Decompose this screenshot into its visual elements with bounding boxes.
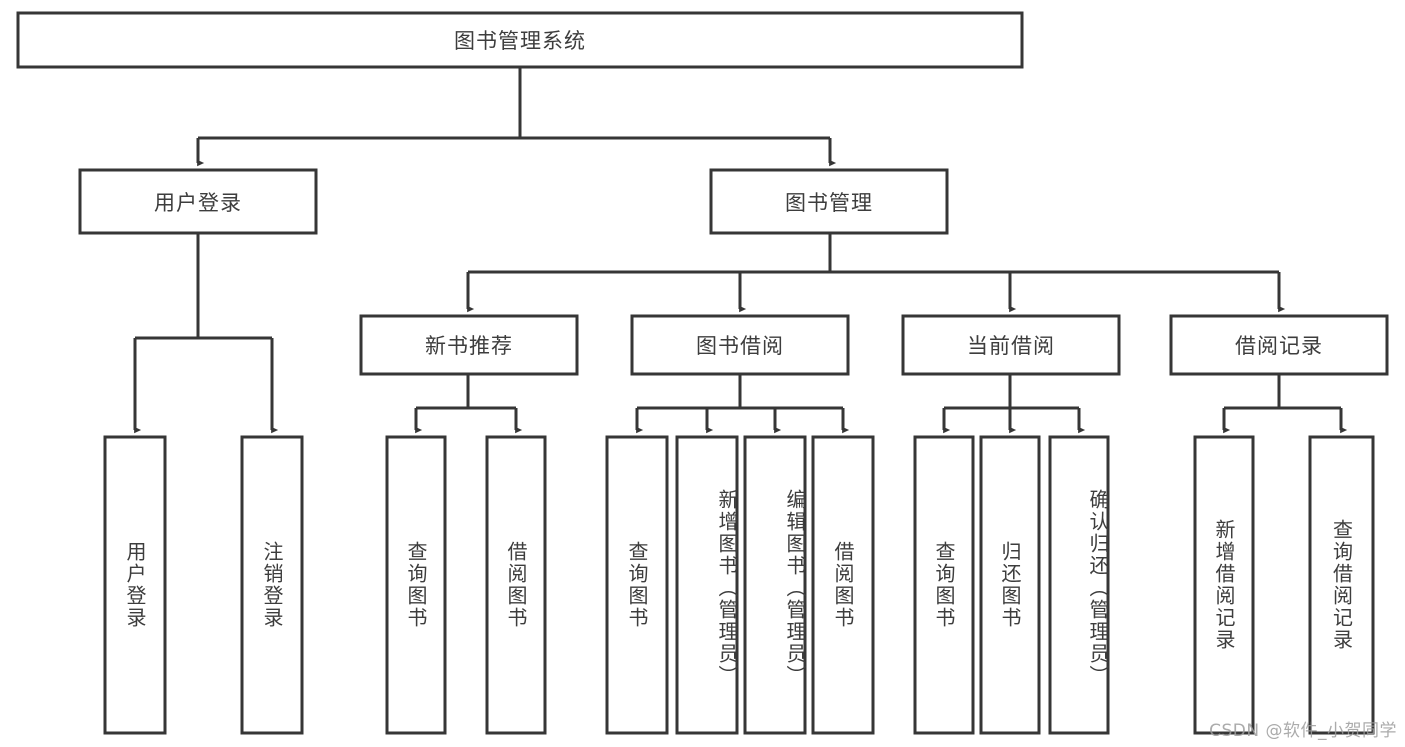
- leaf-box-add-borrow-record[interactable]: [1193, 435, 1255, 735]
- node-box-borrow-record[interactable]: [1169, 314, 1389, 376]
- leaf-box-query-book-current[interactable]: [913, 435, 975, 735]
- node-box-new-book-recommend[interactable]: [359, 314, 579, 376]
- node-box-current-borrow[interactable]: [901, 314, 1121, 376]
- watermark-text: CSDN @软件_小贺同学: [1209, 721, 1397, 741]
- node-box-user-login[interactable]: [78, 168, 318, 235]
- leaf-box-return-book[interactable]: [979, 435, 1041, 735]
- leaf-box-query-borrow-record[interactable]: [1308, 435, 1375, 735]
- leaf-box-query-book-borrow[interactable]: [605, 435, 669, 735]
- leaf-box-borrow-book[interactable]: [811, 435, 875, 735]
- node-box-book-borrow[interactable]: [630, 314, 850, 376]
- leaf-box-edit-book-admin[interactable]: [743, 435, 807, 735]
- leaf-box-logout[interactable]: [240, 435, 304, 735]
- leaf-box-confirm-return-admin[interactable]: [1048, 435, 1110, 735]
- node-box-book-management[interactable]: [709, 168, 949, 235]
- leaf-box-borrow-book-rec[interactable]: [485, 435, 547, 735]
- leaf-box-add-book-admin[interactable]: [675, 435, 739, 735]
- node-box-root[interactable]: [16, 11, 1024, 69]
- leaf-box-query-book-rec[interactable]: [385, 435, 447, 735]
- leaf-box-user-login[interactable]: [103, 435, 167, 735]
